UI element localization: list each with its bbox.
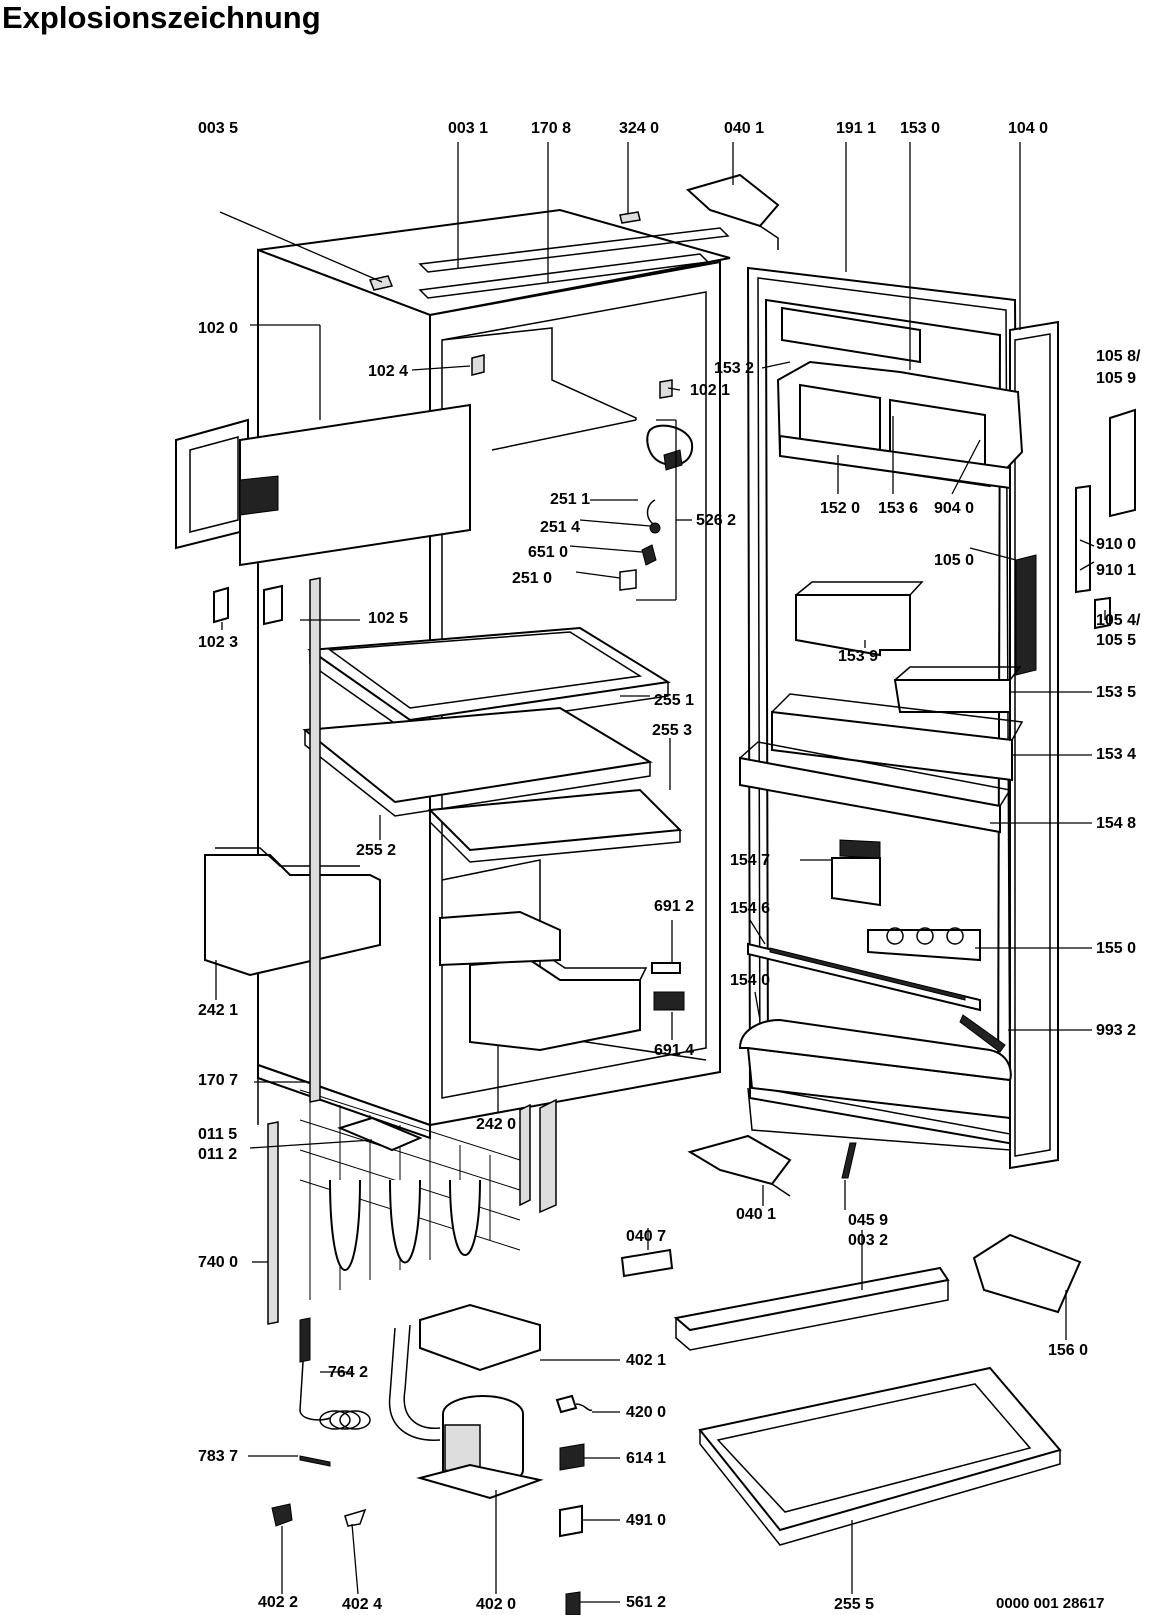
part-label-0115: 011 5 xyxy=(198,1126,238,1143)
part-label-2514: 251 4 xyxy=(540,519,581,536)
part-label-1539: 153 9 xyxy=(838,648,879,665)
door-assembly xyxy=(738,266,1059,1170)
page-title: Explosionszeichnung xyxy=(2,0,321,35)
leader-lines xyxy=(215,142,1106,1603)
glass-shelves xyxy=(302,626,683,863)
part-label-2420: 242 0 xyxy=(476,1116,517,1133)
part-label-1560: 156 0 xyxy=(1048,1342,1089,1359)
part-label-4022: 402 2 xyxy=(258,1594,299,1611)
part-label-2511: 251 1 xyxy=(550,491,591,508)
part-label-6912: 691 2 xyxy=(654,898,695,915)
document-number: 0000 001 28617 xyxy=(996,1595,1105,1612)
part-label-1024: 102 4 xyxy=(368,363,409,380)
drawers xyxy=(204,847,648,1052)
lower-parts xyxy=(271,1233,1082,1615)
part-label-1055: 105 5 xyxy=(1096,632,1137,649)
part-label-2551: 255 1 xyxy=(654,692,695,709)
part-label-1530: 153 0 xyxy=(900,120,941,137)
freezer-door xyxy=(175,403,471,567)
part-label-1054: 105 4/ xyxy=(1096,612,1141,629)
part-label-4024: 402 4 xyxy=(342,1596,383,1613)
part-label-1708: 170 8 xyxy=(531,120,572,137)
part-label-6141: 614 1 xyxy=(626,1450,667,1467)
part-label-1548: 154 8 xyxy=(1096,815,1137,832)
part-label-7400: 740 0 xyxy=(198,1254,239,1271)
part-label-0112: 011 2 xyxy=(198,1146,238,1163)
part-label-1532: 153 2 xyxy=(714,360,755,377)
part-label-1020: 102 0 xyxy=(198,320,239,337)
part-label-3240: 324 0 xyxy=(619,120,660,137)
part-label-1550: 155 0 xyxy=(1096,940,1137,957)
part-label-1040: 104 0 xyxy=(1008,120,1049,137)
part-label-5262: 526 2 xyxy=(696,512,737,529)
part-label-6510: 651 0 xyxy=(528,544,569,561)
part-label-1059: 105 9 xyxy=(1096,370,1137,387)
part-label-2552: 255 2 xyxy=(356,842,397,859)
part-label-2555: 255 5 xyxy=(834,1596,875,1613)
part-label-1547: 154 7 xyxy=(730,852,771,869)
part-label-4910: 491 0 xyxy=(626,1512,667,1529)
part-label-0459: 045 9 xyxy=(848,1212,889,1229)
part-label-4021: 402 1 xyxy=(626,1352,667,1369)
part-label-1023: 102 3 xyxy=(198,634,239,651)
part-label-1021: 102 1 xyxy=(690,382,731,399)
part-label-1707: 170 7 xyxy=(198,1072,239,1089)
part-label-1536: 153 6 xyxy=(878,500,919,517)
part-label-1546: 154 6 xyxy=(730,900,771,917)
part-label-7837: 783 7 xyxy=(198,1448,239,1465)
part-label-1058: 105 8/ xyxy=(1096,348,1141,365)
part-label-2553: 255 3 xyxy=(652,722,693,739)
part-label-1535: 153 5 xyxy=(1096,684,1137,701)
part-label-0032: 003 2 xyxy=(848,1232,889,1249)
part-label-1540: 154 0 xyxy=(730,972,771,989)
part-label-5612: 561 2 xyxy=(626,1594,667,1611)
part-label-6914: 691 4 xyxy=(654,1042,695,1059)
part-label-0401-bottom: 040 1 xyxy=(736,1206,777,1223)
part-label-0031: 003 1 xyxy=(448,120,489,137)
small-parts xyxy=(213,173,1136,1325)
part-label-1520: 152 0 xyxy=(820,500,861,517)
part-label-2421: 242 1 xyxy=(198,1002,239,1019)
part-label-2510: 251 0 xyxy=(512,570,553,587)
part-label-0401-top: 040 1 xyxy=(724,120,765,137)
part-label-4020: 402 0 xyxy=(476,1596,517,1613)
part-label-1050: 105 0 xyxy=(934,552,975,569)
part-label-9100: 910 0 xyxy=(1096,536,1137,553)
part-label-9932: 993 2 xyxy=(1096,1022,1137,1039)
part-label-4200: 420 0 xyxy=(626,1404,667,1421)
part-label-0407: 040 7 xyxy=(626,1228,667,1245)
part-label-9101: 910 1 xyxy=(1096,562,1137,579)
part-label-1534: 153 4 xyxy=(1096,746,1137,763)
part-label-7642: 764 2 xyxy=(328,1364,369,1381)
part-label-1025: 102 5 xyxy=(368,610,409,627)
part-label-9040: 904 0 xyxy=(934,500,975,517)
part-label-1911: 191 1 xyxy=(836,120,877,137)
part-label-0035: 003 5 xyxy=(198,120,239,137)
